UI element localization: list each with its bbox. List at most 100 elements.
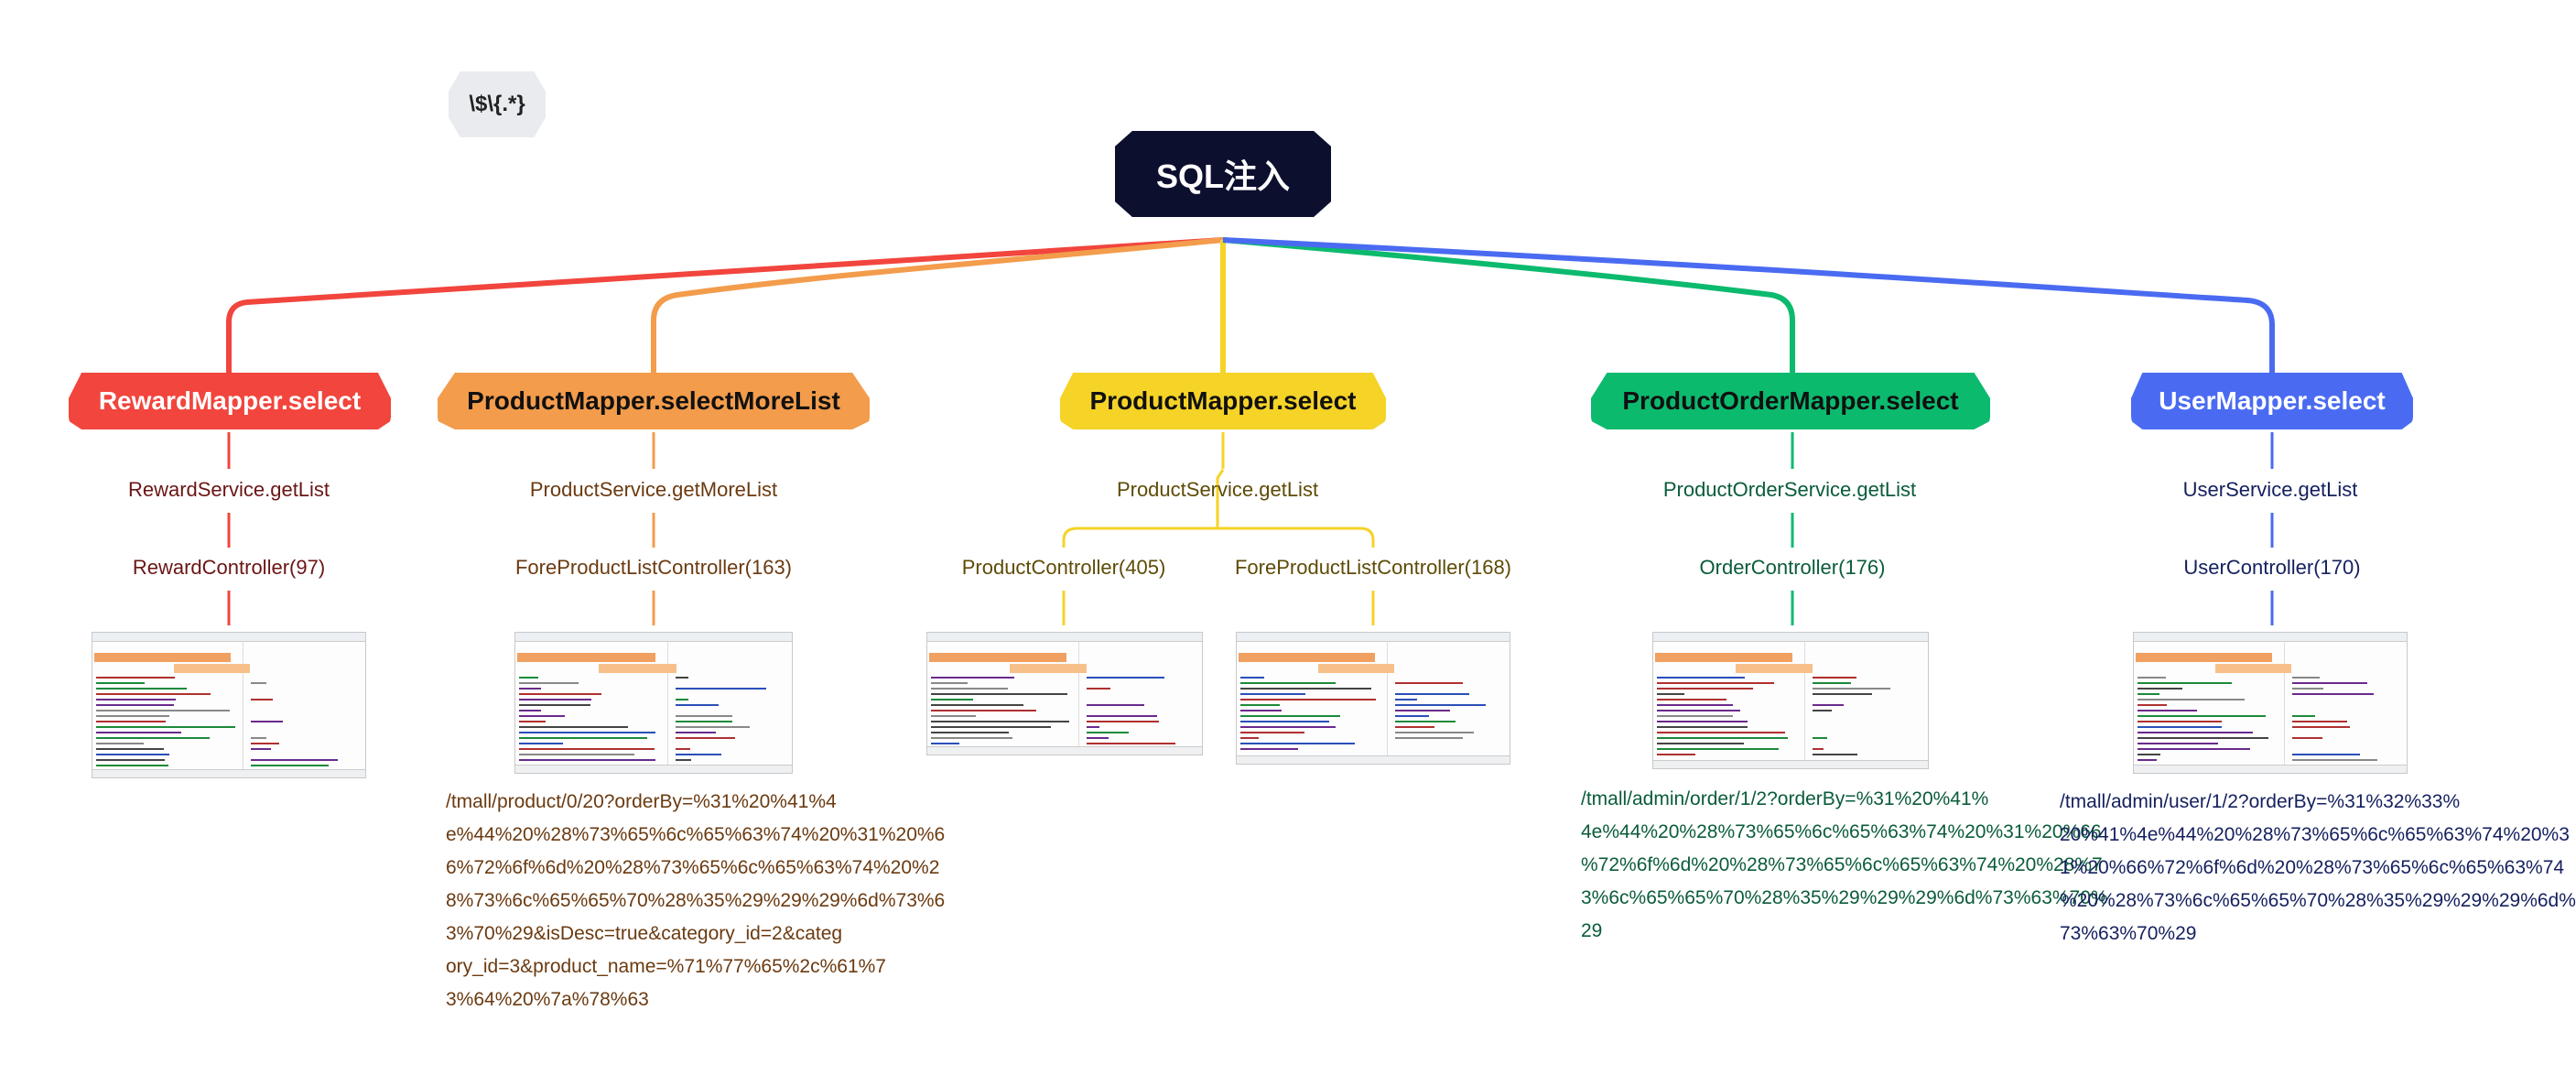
url-text-productmore[interactable]: /tmall/product/0/20?orderBy=%31%20%41%4 … bbox=[446, 791, 946, 1010]
screenshot-detail bbox=[519, 688, 541, 690]
url-text-user[interactable]: /tmall/admin/user/1/2?orderBy=%31%32%33%… bbox=[2060, 791, 2576, 944]
screenshot-detail bbox=[96, 759, 165, 761]
screenshot-detail bbox=[96, 754, 169, 755]
screenshot-detail bbox=[1395, 704, 1486, 706]
screenshot-detail bbox=[931, 721, 1069, 722]
screenshot-detail bbox=[1804, 641, 1805, 761]
screenshot-detail bbox=[2292, 715, 2315, 717]
screenshot-thumbnail-order[interactable] bbox=[1652, 632, 1929, 769]
url-text-order[interactable]: /tmall/admin/order/1/2?orderBy=%31%20%41… bbox=[1581, 788, 2108, 941]
screenshot-detail bbox=[2138, 682, 2232, 684]
screenshot-detail bbox=[1240, 710, 1282, 711]
screenshot-detail bbox=[96, 704, 174, 706]
service-label-product[interactable]: ProductService.getList bbox=[1116, 478, 1319, 501]
mapper-node-product[interactable]: ProductMapper.select bbox=[1060, 373, 1386, 429]
screenshot-detail bbox=[599, 664, 676, 673]
controller-label-foreproduct[interactable]: ForeProductListController(168) bbox=[1234, 556, 1512, 579]
service-label-order[interactable]: ProductOrderService.getList bbox=[1662, 478, 1917, 501]
screenshot-detail bbox=[1813, 693, 1872, 695]
screenshot-detail bbox=[1240, 699, 1376, 700]
root-node-sql-injection[interactable]: SQL注入 bbox=[1115, 131, 1331, 217]
screenshot-detail bbox=[1813, 704, 1844, 706]
screenshot-detail bbox=[2138, 726, 2222, 728]
mapper-node-user[interactable]: UserMapper.select bbox=[2131, 373, 2413, 429]
screenshot-detail bbox=[96, 732, 181, 733]
screenshot-detail bbox=[1657, 693, 1684, 695]
regex-tag[interactable]: \$\{.*} bbox=[449, 71, 546, 137]
screenshot-detail bbox=[931, 677, 1014, 679]
edge-root-user bbox=[1222, 237, 2275, 375]
screenshot-detail bbox=[927, 633, 1202, 642]
screenshot-detail bbox=[1087, 721, 1159, 722]
screenshot-detail bbox=[2134, 633, 2407, 642]
screenshot-detail bbox=[251, 748, 271, 750]
mapper-node-productmore[interactable]: ProductMapper.selectMoreList bbox=[438, 373, 870, 429]
screenshot-detail bbox=[676, 677, 688, 679]
screenshot-thumbnail-foreproduct[interactable] bbox=[1236, 632, 1510, 765]
mapper-node-reward[interactable]: RewardMapper.select bbox=[69, 373, 391, 429]
screenshot-detail bbox=[2138, 693, 2159, 695]
screenshot-thumbnail-productmore[interactable] bbox=[514, 632, 793, 774]
controller-label-order[interactable]: OrderController(176) bbox=[1699, 556, 1886, 579]
screenshot-detail bbox=[251, 721, 283, 722]
screenshot-detail bbox=[931, 737, 1012, 739]
screenshot-detail bbox=[931, 682, 968, 684]
service-label-user[interactable]: UserService.getList bbox=[2182, 478, 2358, 501]
screenshot-detail bbox=[251, 737, 266, 739]
screenshot-detail bbox=[1087, 677, 1164, 679]
screenshot-thumbnail-product[interactable] bbox=[926, 632, 1203, 755]
screenshot-detail bbox=[2136, 653, 2272, 662]
screenshot-detail bbox=[2284, 641, 2285, 766]
screenshot-detail bbox=[1657, 688, 1753, 690]
screenshot-detail bbox=[92, 633, 365, 642]
screenshot-detail bbox=[931, 715, 976, 717]
screenshot-detail bbox=[1657, 721, 1748, 722]
screenshot-detail bbox=[96, 688, 187, 690]
screenshot-detail bbox=[251, 682, 266, 684]
screenshot-detail bbox=[519, 693, 601, 695]
screenshot-detail bbox=[1237, 755, 1510, 764]
screenshot-detail bbox=[96, 721, 166, 722]
screenshot-detail bbox=[1240, 688, 1371, 690]
service-label-reward[interactable]: RewardService.getList bbox=[127, 478, 330, 501]
screenshot-detail bbox=[1813, 688, 1890, 690]
screenshot-detail bbox=[1813, 748, 1824, 750]
controller-label-productmore[interactable]: ForeProductListController(163) bbox=[514, 556, 793, 579]
screenshot-detail bbox=[2138, 743, 2218, 744]
screenshot-detail bbox=[251, 759, 338, 761]
controller-label-product[interactable]: ProductController(405) bbox=[961, 556, 1166, 579]
screenshot-detail bbox=[174, 664, 250, 673]
screenshot-detail bbox=[1657, 748, 1779, 750]
screenshot-thumbnail-user[interactable] bbox=[2133, 632, 2408, 774]
mapper-node-order[interactable]: ProductOrderMapper.select bbox=[1591, 373, 1990, 429]
screenshot-detail bbox=[676, 748, 690, 750]
screenshot-detail bbox=[1087, 743, 1175, 744]
service-label-productmore[interactable]: ProductService.getMoreList bbox=[529, 478, 778, 501]
screenshot-detail bbox=[931, 726, 1051, 728]
screenshot-detail bbox=[931, 704, 1023, 706]
screenshot-detail bbox=[1813, 754, 1857, 755]
screenshot-detail bbox=[96, 699, 176, 700]
screenshot-detail bbox=[667, 641, 668, 766]
screenshot-detail bbox=[2138, 715, 2266, 717]
screenshot-detail bbox=[676, 732, 716, 733]
screenshot-detail bbox=[1395, 693, 1469, 695]
screenshot-detail bbox=[931, 743, 959, 744]
screenshot-detail bbox=[1657, 737, 1788, 739]
screenshot-detail bbox=[96, 682, 145, 684]
screenshot-detail bbox=[96, 710, 230, 711]
screenshot-detail bbox=[2138, 704, 2167, 706]
screenshot-detail bbox=[1657, 732, 1785, 733]
controller-label-user[interactable]: UserController(170) bbox=[2183, 556, 2361, 579]
screenshot-detail bbox=[519, 743, 563, 744]
screenshot-detail bbox=[1087, 704, 1144, 706]
screenshot-thumbnail-reward[interactable] bbox=[92, 632, 366, 778]
screenshot-detail bbox=[1657, 699, 1726, 700]
screenshot-detail bbox=[1318, 664, 1394, 673]
screenshot-detail bbox=[251, 743, 279, 744]
screenshot-detail bbox=[515, 765, 792, 773]
screenshot-detail bbox=[2138, 710, 2197, 711]
screenshot-detail bbox=[929, 653, 1066, 662]
controller-label-reward[interactable]: RewardController(97) bbox=[132, 556, 326, 579]
